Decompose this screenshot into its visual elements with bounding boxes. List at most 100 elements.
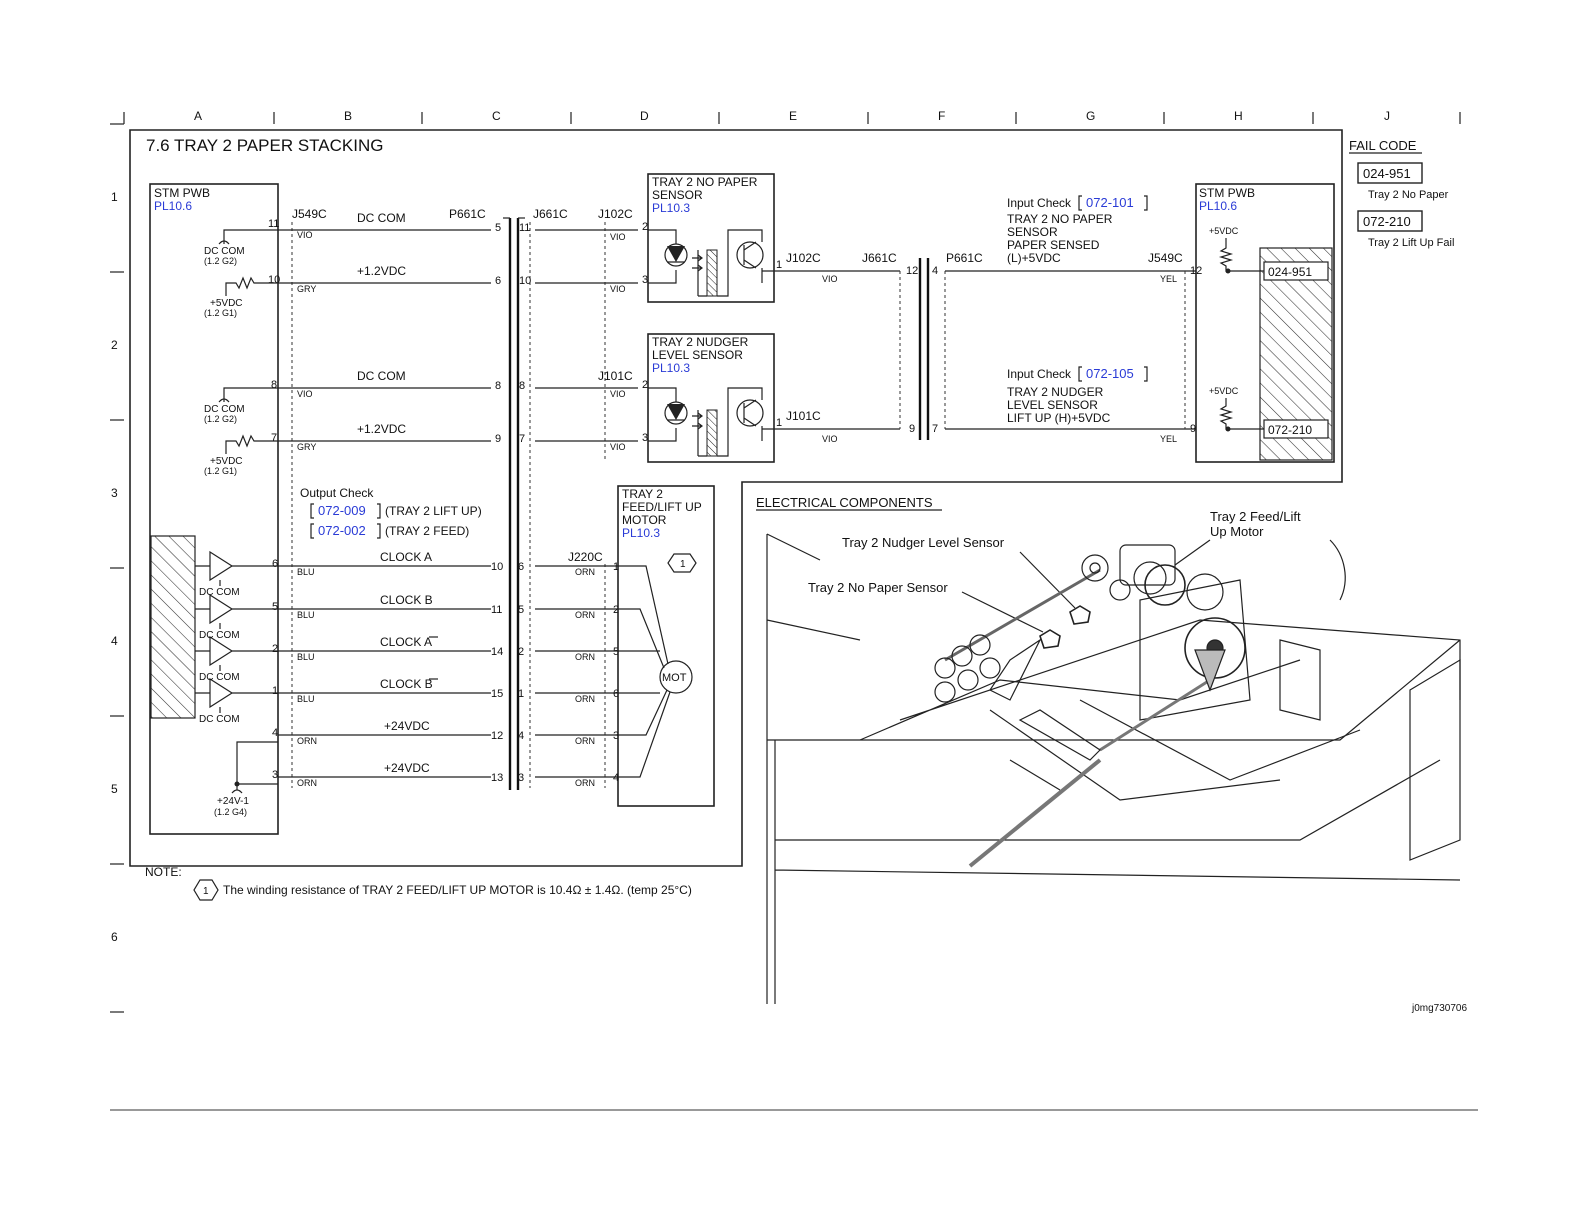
mline3-p661: 14 xyxy=(491,646,503,658)
driver-com-2: DC COM xyxy=(199,630,240,641)
v5-b-label: +5VDC xyxy=(210,456,243,467)
mline4-wire: BLU xyxy=(297,694,315,704)
driver-ic xyxy=(150,535,196,719)
output-check: Output Check 072-009 (TRAY 2 LIFT UP) 07… xyxy=(300,486,482,539)
line4-j661: 7 xyxy=(519,433,525,445)
ground-symbol-a xyxy=(223,229,278,244)
resistor-b xyxy=(225,434,278,454)
motor-name1: TRAY 2 xyxy=(622,487,663,501)
input-check1-l1: TRAY 2 NO PAPER xyxy=(1007,212,1113,226)
mline6-p661: 13 xyxy=(491,772,503,784)
fail-code-panel: FAIL CODE 024-951 Tray 2 No Paper 072-21… xyxy=(1349,138,1454,249)
ground-symbol-b xyxy=(223,387,278,402)
sense2-wire2: YEL xyxy=(1160,434,1177,444)
mline6-wire2: ORN xyxy=(575,778,595,788)
line2-pin: 10 xyxy=(268,274,280,286)
sense2-j661-a: 9 xyxy=(909,423,915,435)
sense-j549c-label: J549C xyxy=(1148,251,1183,265)
sense2-j661-b: 7 xyxy=(932,423,938,435)
input-check2-l3: LIFT UP (H)+5VDC xyxy=(1007,411,1111,425)
mline4-mpin: 6 xyxy=(613,688,619,700)
sense1-j661-b: 4 xyxy=(932,265,938,277)
mline4-j661: 1 xyxy=(518,688,524,700)
mline6-mpin: 4 xyxy=(613,772,619,784)
input-check1-label: Input Check xyxy=(1007,196,1072,210)
col-label-c: C xyxy=(492,109,501,123)
p661c-label: P661C xyxy=(449,207,486,221)
mline5-signal: +24VDC xyxy=(384,719,430,733)
col-label-b: B xyxy=(344,109,352,123)
line1-sensor-pin: 2 xyxy=(642,221,648,233)
mline1-wire2: ORN xyxy=(575,567,595,577)
mline6-signal: +24VDC xyxy=(384,761,430,775)
stm-pwb-left-ref: PL10.6 xyxy=(154,199,192,213)
mline3-mpin: 5 xyxy=(613,646,619,658)
output-check-code2: 072-002 xyxy=(318,523,366,538)
note: NOTE: 1 The winding resistance of TRAY 2… xyxy=(145,865,692,901)
callout-motor-2: Up Motor xyxy=(1210,524,1264,539)
mline3-j661: 2 xyxy=(518,646,524,658)
mline1-signal: CLOCK A xyxy=(380,550,432,564)
input-check2-label: Input Check xyxy=(1007,367,1072,381)
input-check1-code: 072-101 xyxy=(1086,195,1134,210)
col-label-g: G xyxy=(1086,109,1095,123)
j661c-label: J661C xyxy=(533,207,568,221)
line4-pin: 7 xyxy=(271,432,277,444)
mline5-pin: 4 xyxy=(272,727,278,739)
mline2-wire2: ORN xyxy=(575,610,595,620)
line1-sensor-wire: VIO xyxy=(610,232,626,242)
mline4-pin: 1 xyxy=(272,685,278,697)
left-internal-symbols: DC COM (1.2 G2) +5VDC (1.2 G1) DC COM (1… xyxy=(204,229,278,476)
mline2-mpin: 2 xyxy=(613,604,619,616)
line3-j661: 8 xyxy=(519,380,525,392)
input-check1-l4: (L)+5VDC xyxy=(1007,251,1061,265)
line1-wire: VIO xyxy=(297,230,313,240)
j220c-label: J220C xyxy=(568,550,603,564)
line3-pin: 8 xyxy=(271,379,277,391)
fail-code-2: 072-210 xyxy=(1363,214,1411,229)
fail-code-2-desc: Tray 2 Lift Up Fail xyxy=(1368,237,1454,249)
mline4-p661: 15 xyxy=(491,688,503,700)
mline3-pin: 2 xyxy=(272,643,278,655)
v5-right-b: +5VDC xyxy=(1209,386,1239,396)
motor-name2: FEED/LIFT UP xyxy=(622,500,702,514)
mline2-pin: 5 xyxy=(272,601,278,613)
mline5-mpin: 3 xyxy=(613,730,619,742)
mline1-pin: 6 xyxy=(272,558,278,570)
callout-nopaper: Tray 2 No Paper Sensor xyxy=(808,580,948,595)
sense1-wire2: YEL xyxy=(1160,274,1177,284)
note-label: NOTE: xyxy=(145,865,182,879)
line2-sensor-wire: VIO xyxy=(610,284,626,294)
row-label-3: 3 xyxy=(111,486,118,500)
mline6-wire: ORN xyxy=(297,778,317,788)
grid-ruler: A B C D E F G H J 1 2 3 4 5 6 xyxy=(110,109,1461,1013)
electrical-heading: ELECTRICAL COMPONENTS xyxy=(756,495,933,510)
col-label-j: J xyxy=(1384,109,1390,123)
line2-wire: GRY xyxy=(297,284,316,294)
line2-p661: 6 xyxy=(495,275,501,287)
mline5-j661: 4 xyxy=(518,730,524,742)
machine-illustration xyxy=(766,533,1461,1004)
right-code-2: 072-210 xyxy=(1268,423,1312,437)
sensor1-ref: PL10.3 xyxy=(652,201,690,215)
driver-com-4: DC COM xyxy=(199,714,240,725)
sense2-wire: VIO xyxy=(822,434,838,444)
dccom-b-ref: (1.2 G2) xyxy=(204,414,237,424)
j101c-label: J101C xyxy=(598,369,633,383)
feed-lift-motor: TRAY 2 FEED/LIFT UP MOTOR PL10.3 1 MOT xyxy=(617,485,715,807)
note-text: The winding resistance of TRAY 2 FEED/LI… xyxy=(223,883,692,897)
figure-id: j0mg730706 xyxy=(1411,1003,1467,1014)
mline3-signal: CLOCK A xyxy=(380,635,432,649)
fail-code-1: 024-951 xyxy=(1363,166,1411,181)
col-label-h: H xyxy=(1234,109,1243,123)
row-label-6: 6 xyxy=(111,930,118,944)
mline2-signal: CLOCK B xyxy=(380,593,433,607)
note-num: 1 xyxy=(203,886,209,897)
mline5-p661: 12 xyxy=(491,730,503,742)
nudger-level-sensor: TRAY 2 NUDGER LEVEL SENSOR PL10.3 1 xyxy=(647,333,782,463)
schematic-frame xyxy=(129,129,1343,867)
mline1-j661: 6 xyxy=(518,561,524,573)
fail-code-heading: FAIL CODE xyxy=(1349,138,1417,153)
stm-pwb-right: STM PWB PL10.6 +5VDC +5VDC 024-951 072-2… xyxy=(1195,183,1335,463)
line4-sensor-pin: 3 xyxy=(642,432,648,444)
